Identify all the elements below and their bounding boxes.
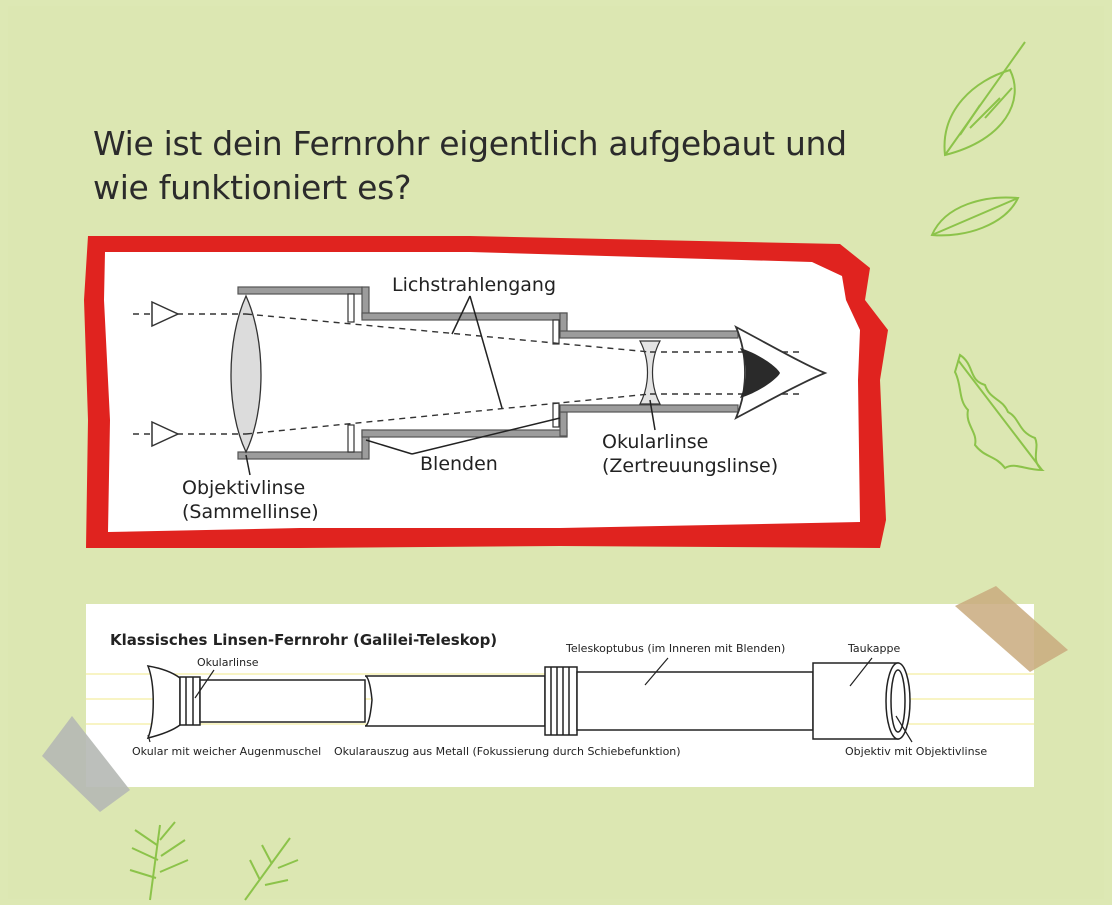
label-zerstreuungslinse: (Zertreuungslinse) [602,455,778,477]
label-objektivlinse: Objektivlinse [182,477,305,499]
label-taukappe: Taukappe [847,642,900,655]
optical-diagram: Lichstrahlengang Blenden Objektivlinse (… [133,274,828,523]
label-blenden: Blenden [420,453,498,475]
telescope-strip: Klassisches Linsen-Fernrohr (Galilei-Tel… [86,604,1034,787]
label-sammellinse: (Sammellinse) [182,501,319,523]
label-okular: Okular mit weicher Augenmuschel [132,745,321,758]
fir-branch-icon [129,821,299,901]
baffles [347,293,560,453]
telescope-tube-walls [237,286,739,460]
label-objektiv: Objektiv mit Objektivlinse [845,745,987,758]
eye-icon [734,325,828,420]
label-lichtstrahlengang: Lichstrahlengang [392,274,556,296]
strip-leader-lines [147,657,913,743]
page-title: Wie ist dein Fernrohr eigentlich aufgeba… [93,122,853,210]
eyepiece-lens [639,340,661,405]
label-okularlinse-strip: Okularlinse [197,656,259,669]
label-leader-lines [245,295,656,476]
label-okularauszug: Okularauszug aus Metall (Fokussierung du… [334,745,681,758]
title-line-1: Wie ist dein Fernrohr eigentlich aufgeba… [93,124,847,163]
label-teleskoptubus: Teleskoptubus (im Inneren mit Blenden) [565,642,785,655]
arrow-triangle-icon [151,420,180,448]
label-okularlinse: Okularlinse [602,431,708,453]
strip-heading: Klassisches Linsen-Fernrohr (Galilei-Tel… [110,631,497,649]
arrow-triangle-icon [151,300,180,328]
leaf-icon [943,41,1026,157]
telescope-drawing [146,662,911,740]
tape-top-right [955,586,1068,672]
title-line-2: wie funktioniert es? [93,168,412,207]
objective-lens [230,294,262,454]
leaf-icon [930,196,1020,237]
tape-bottom-left [42,716,130,812]
oak-leaf-icon [953,353,1045,472]
diagram-paper [104,252,860,532]
